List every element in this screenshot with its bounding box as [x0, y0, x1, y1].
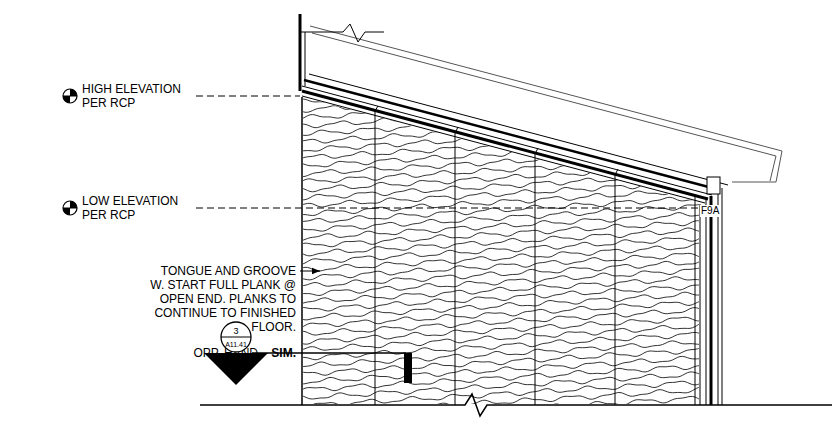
plank-joints: [375, 111, 695, 405]
grain-line: [300, 189, 700, 215]
grain-line: [300, 268, 700, 295]
grain-line: [300, 396, 700, 424]
grain-line: [300, 53, 700, 79]
elevation-note: LOW ELEVATION PER RCP: [82, 194, 192, 222]
material-note: TONGUE AND GROOVE W. START FULL PLANK @ …: [146, 264, 296, 334]
grain-line: [300, 411, 700, 432]
sheet-number: A11.41: [225, 341, 247, 348]
grain-line: [300, 125, 700, 151]
grain-line: [300, 133, 700, 159]
section-callout: 3A11.41: [220, 321, 252, 353]
callout-number: 3: [233, 327, 238, 336]
grain-line: [300, 285, 700, 311]
right-wall: [700, 188, 722, 405]
left-wall: [300, 14, 384, 405]
grain-line: [300, 317, 700, 344]
fixture-tag: F9A: [700, 205, 720, 217]
roof-outline: [310, 26, 782, 182]
grain-line: [300, 253, 700, 280]
note-leader: [300, 271, 320, 272]
finished-floor-line: [200, 394, 832, 416]
grain-line: [300, 356, 700, 384]
grain-line: [300, 261, 700, 286]
grain-line: [300, 179, 700, 207]
grain-line: [300, 213, 700, 242]
grain-line: [300, 243, 700, 271]
grain-line: [300, 277, 700, 305]
wood-grain: [300, 45, 700, 432]
grain-line: [300, 84, 700, 112]
similar-note: SIM.: [271, 346, 296, 360]
grain-line: [300, 45, 700, 72]
grain-line: [300, 301, 700, 328]
ceiling-soffit: [302, 74, 728, 203]
grain-line: [300, 238, 700, 265]
grain-line: [300, 405, 700, 431]
grain-line: [300, 341, 700, 367]
fixture-tag-box: [707, 177, 720, 194]
grain-line: [300, 76, 700, 102]
elevation-note: HIGH ELEVATION PER RCP: [82, 82, 192, 110]
grain-line: [300, 387, 700, 414]
grain-line: [300, 148, 700, 176]
